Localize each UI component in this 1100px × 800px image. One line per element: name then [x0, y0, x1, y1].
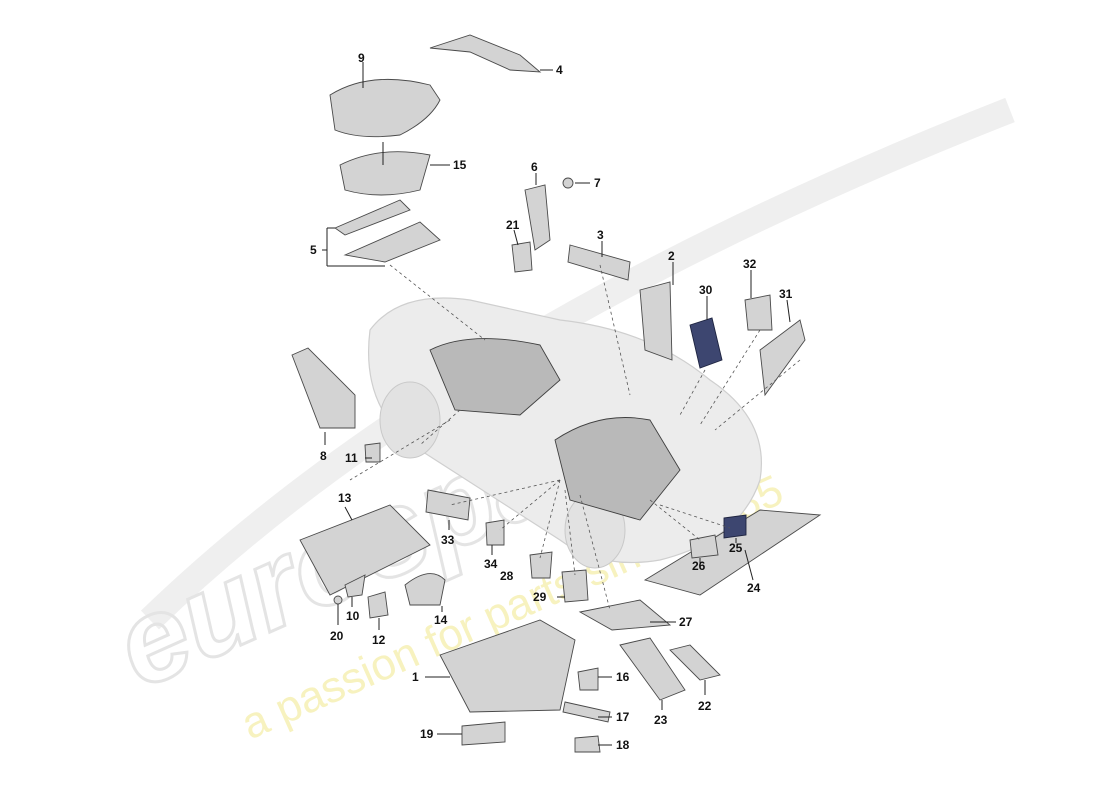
callout-9: 9	[358, 51, 365, 65]
callout-20: 20	[330, 629, 344, 643]
part-13-shield	[299, 504, 431, 596]
part-24-bumper-foam	[643, 509, 822, 596]
callout-12: 12	[372, 633, 386, 647]
callout-30: 30	[699, 283, 713, 297]
part-22-bracket	[669, 644, 721, 681]
part-31-trim	[759, 319, 806, 397]
part-8-liner	[291, 347, 356, 429]
part-3-pad	[567, 244, 631, 281]
dash-line	[499, 479, 561, 531]
leader-lines	[322, 62, 791, 746]
callout-13: 13	[338, 491, 352, 505]
callout-15: 15	[453, 158, 467, 172]
dash-line	[649, 499, 701, 541]
part-17-strip	[562, 701, 611, 723]
callout-6: 6	[531, 160, 538, 174]
dash-line	[349, 419, 451, 481]
callout-7: 7	[594, 176, 601, 190]
part-4-trim-strip	[429, 34, 542, 73]
dash-line	[449, 479, 561, 506]
front-wheel-icon	[379, 381, 441, 459]
part-12-clip	[367, 591, 389, 619]
callout-23: 23	[654, 713, 668, 727]
callout-31: 31	[779, 287, 793, 301]
callout-34: 34	[484, 557, 498, 571]
part-6-bracket	[524, 184, 551, 251]
leader-31	[786, 299, 791, 323]
part-19-pad	[461, 721, 506, 746]
rear-frame	[554, 417, 681, 521]
callout-8: 8	[320, 449, 327, 463]
callout-33: 33	[441, 533, 455, 547]
callout-17: 17	[616, 710, 630, 724]
callout-labels: 9 4 15 5 6 7 21 3 2 30 32 31 8 11 13 10 …	[310, 51, 793, 752]
part-25-sticker	[723, 514, 747, 539]
callout-2: 2	[668, 249, 675, 263]
part-11-block	[364, 442, 381, 463]
dash-line	[579, 494, 611, 611]
dash-line	[389, 264, 486, 341]
part-7-clip	[562, 177, 574, 189]
dash-line	[699, 329, 761, 426]
dash-line	[564, 489, 576, 576]
dash-line	[714, 359, 801, 431]
callout-28: 28	[500, 569, 514, 583]
callout-5: 5	[310, 243, 317, 257]
part-30-duct	[689, 317, 723, 369]
callout-25: 25	[729, 541, 743, 555]
callout-27: 27	[679, 615, 693, 629]
callout-3: 3	[597, 228, 604, 242]
dash-line	[679, 369, 706, 416]
callout-16: 16	[616, 670, 630, 684]
part-18-clip	[574, 735, 601, 753]
part-1-rear-panel	[439, 619, 576, 713]
part-32-cover	[744, 294, 773, 331]
callout-24: 24	[747, 581, 761, 595]
part-27-guide	[578, 599, 672, 631]
part-15-mat	[339, 151, 431, 196]
callout-11: 11	[345, 451, 358, 465]
callout-32: 32	[743, 257, 757, 271]
callout-14: 14	[434, 613, 448, 627]
part-28-bracket	[529, 551, 553, 579]
parts	[291, 34, 822, 753]
leader-24	[744, 549, 754, 581]
callout-21: 21	[506, 218, 520, 232]
dash-line	[599, 264, 631, 396]
callout-10: 10	[346, 609, 360, 623]
callout-19: 19	[420, 727, 434, 741]
part-10-spacer	[344, 574, 366, 598]
callout-22: 22	[698, 699, 712, 713]
callout-1: 1	[412, 670, 419, 684]
callout-18: 18	[616, 738, 630, 752]
part-5-seal-upper	[334, 199, 411, 236]
part-26-block	[689, 534, 719, 559]
part-21-holder	[511, 241, 533, 273]
callout-26: 26	[692, 559, 706, 573]
part-14-cap	[404, 573, 446, 606]
dash-line	[659, 504, 731, 529]
part-20-screw	[333, 595, 343, 605]
dash-line	[539, 479, 561, 559]
part-29-mount	[561, 569, 589, 603]
part-9-front-trunk-liner	[329, 78, 441, 138]
part-2-panel	[639, 281, 673, 361]
part-5-seal-lower	[343, 221, 441, 263]
leader-13	[344, 506, 353, 521]
part-33-pad	[425, 489, 471, 521]
center-housing	[429, 338, 561, 416]
assembly-lines	[349, 264, 801, 611]
leader-5	[322, 227, 385, 267]
part-34-pad	[485, 519, 505, 546]
part-23-duct	[619, 637, 686, 701]
dash-line	[419, 409, 461, 446]
part-16-block	[577, 667, 599, 691]
leader-21	[513, 229, 519, 246]
callout-4: 4	[556, 63, 563, 77]
callout-29: 29	[533, 590, 547, 604]
